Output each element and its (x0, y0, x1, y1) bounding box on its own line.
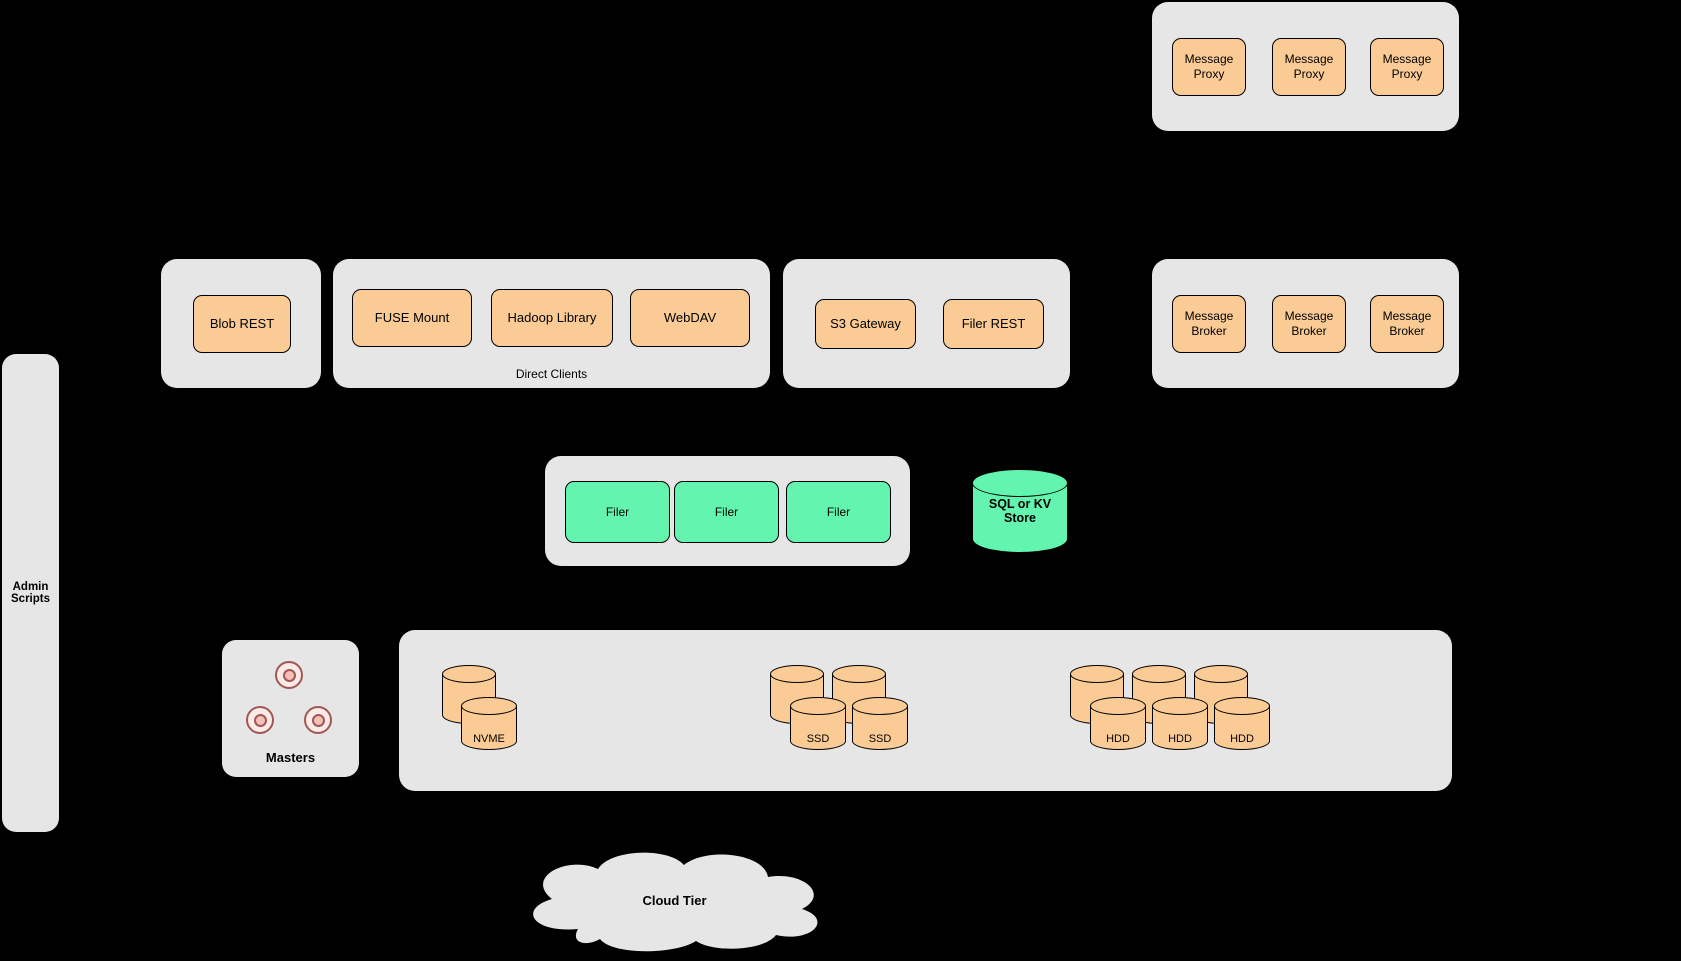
hdd-disk-icon: HDD (1090, 697, 1146, 750)
filer-rest-node: Filer REST (943, 299, 1044, 349)
ssd-label: SSD (806, 733, 830, 745)
direct-clients-group: FUSE Mount Hadoop Library WebDAV Direct … (333, 259, 770, 388)
message-broker-node: Message Broker (1272, 295, 1346, 353)
blob-rest-group: Blob REST (161, 259, 321, 388)
sql-kv-store-cylinder: SQL or KV Store (972, 469, 1068, 553)
message-proxy-node: Message Proxy (1272, 38, 1346, 96)
cloud-tier-label: Cloud Tier (642, 893, 707, 908)
gateway-group: S3 Gateway Filer REST (783, 259, 1070, 388)
master-node-icon (246, 706, 274, 734)
s3-gateway-node: S3 Gateway (815, 299, 916, 349)
hdd-label: HDD (1230, 733, 1254, 745)
filer-node: Filer (786, 481, 891, 543)
masters-label: Masters (265, 750, 316, 765)
fuse-mount-node: FUSE Mount (352, 289, 472, 347)
message-broker-node: Message Broker (1172, 295, 1246, 353)
hdd-label: HDD (1106, 733, 1130, 745)
blob-rest-node: Blob REST (193, 295, 291, 353)
volume-servers-group: NVME SSD SSD (399, 630, 1452, 791)
message-proxy-node: Message Proxy (1370, 38, 1444, 96)
masters-group: Masters (222, 640, 359, 777)
ssd-label: SSD (868, 733, 892, 745)
master-node-icon (275, 661, 303, 689)
hdd-disk-icon: HDD (1214, 697, 1270, 750)
cloud-tier-shape: Cloud Tier (482, 847, 867, 959)
nvme-disk-icon: NVME (461, 697, 517, 750)
message-broker-group: Message Broker Message Broker Message Br… (1152, 259, 1459, 388)
hadoop-library-node: Hadoop Library (491, 289, 613, 347)
sql-kv-store-label: SQL or KV Store (988, 497, 1052, 525)
cloud-icon (533, 852, 818, 952)
admin-scripts-panel: Admin Scripts (2, 354, 59, 832)
message-broker-node: Message Broker (1370, 295, 1444, 353)
filer-group: Filer Filer Filer (545, 456, 910, 566)
filer-node: Filer (674, 481, 779, 543)
ssd-disk-icon: SSD (852, 697, 908, 750)
ssd-disk-icon: SSD (790, 697, 846, 750)
message-proxy-node: Message Proxy (1172, 38, 1246, 96)
filer-node: Filer (565, 481, 670, 543)
direct-clients-label: Direct Clients (515, 367, 588, 381)
master-node-icon (304, 706, 332, 734)
hdd-label: HDD (1168, 733, 1192, 745)
message-proxy-group: Message Proxy Message Proxy Message Prox… (1152, 2, 1459, 131)
webdav-node: WebDAV (630, 289, 750, 347)
hdd-disk-icon: HDD (1152, 697, 1208, 750)
admin-scripts-label: Admin Scripts (11, 581, 50, 605)
nvme-label: NVME (473, 733, 505, 745)
